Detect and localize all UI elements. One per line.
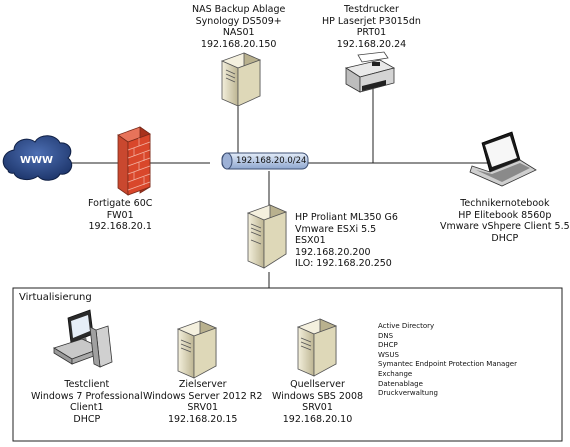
esx-line-2: Vmware ESXi 5.5 [295, 223, 377, 235]
printer-label: Testdrucker HP Laserjet P3015dn PRT01 19… [322, 4, 421, 50]
server-roles-list: Active Directory DNS DHCP WSUS Symantec … [378, 322, 517, 399]
firewall-label: Fortigate 60C FW01 192.168.20.1 [88, 198, 152, 233]
nas-label: NAS Backup Ablage Synology DS509+ NAS01 … [192, 4, 285, 50]
zielserver-line-3: SRV01 [187, 402, 219, 413]
firewall-line-3: 192.168.20.1 [88, 221, 152, 232]
switch-label: 192.168.20.0/24 [236, 156, 307, 166]
testclient-label: Testclient Windows 7 Professional Client… [31, 379, 143, 425]
zielserver-icon [176, 320, 218, 379]
firewall-icon [117, 126, 151, 196]
notebook-icon [469, 131, 537, 187]
internet-cloud-icon [2, 135, 73, 181]
role-item: DHCP [378, 341, 398, 350]
printer-line-4: 192.168.20.24 [336, 38, 407, 50]
nas-server-icon [220, 52, 262, 107]
zielserver-line-1: Zielserver [178, 379, 227, 390]
esx-server-icon [246, 204, 288, 269]
quellserver-line-2: Windows SBS 2008 [272, 390, 364, 402]
printer-line-3: PRT01 [356, 27, 387, 38]
esx-line-1: HP Proliant ML350 G6 [295, 212, 398, 223]
testclient-line-2: Windows 7 Professional [31, 390, 143, 402]
testclient-line-3: Client1 [70, 402, 104, 413]
role-item: Exchange [378, 369, 413, 378]
printer-line-1: Testdrucker [344, 4, 399, 15]
quellserver-line-1: Quellserver [290, 379, 345, 390]
firewall-line-1: Fortigate 60C [88, 198, 153, 209]
esx-line-4: 192.168.20.200 [295, 246, 371, 258]
testclient-line-4: DHCP [73, 413, 101, 425]
role-item: Active Directory [378, 322, 435, 330]
esx-line-3: ESX01 [295, 235, 326, 246]
role-item: Symantec Endpoint Protection Manager [378, 360, 517, 369]
quellserver-icon [296, 318, 338, 377]
quellserver-line-3: SRV01 [302, 402, 333, 413]
notebook-line-1: Technikernotebook [460, 198, 550, 209]
zielserver-line-4: 192.168.20.15 [167, 413, 238, 425]
switch-icon [221, 152, 309, 170]
esx-line-5: ILO: 192.168.20.250 [295, 258, 392, 269]
printer-icon [344, 51, 396, 93]
notebook-line-4: DHCP [491, 232, 519, 244]
notebook-label: Technikernotebook HP Elitebook 8560p Vmw… [440, 198, 570, 244]
nas-line-3: NAS01 [222, 27, 255, 38]
role-item: DNS [378, 331, 394, 340]
cloud-label: WWW [20, 155, 54, 166]
role-item: Datenablage [378, 379, 423, 388]
notebook-line-2: HP Elitebook 8560p [458, 209, 552, 221]
virtualization-title: Virtualisierung [19, 292, 92, 303]
role-item: WSUS [378, 350, 399, 359]
nas-line-1: NAS Backup Ablage [192, 4, 286, 15]
quellserver-label: Quellserver Windows SBS 2008 SRV01 192.1… [272, 379, 363, 425]
zielserver-line-2: Windows Server 2012 R2 [143, 390, 263, 402]
role-item: Druckverwaltung [378, 389, 438, 398]
nas-line-4: 192.168.20.150 [200, 38, 277, 50]
testclient-pc-icon [53, 309, 113, 368]
testclient-line-1: Testclient [64, 379, 110, 390]
quellserver-line-4: 192.168.20.10 [282, 413, 353, 425]
esx-label: HP Proliant ML350 G6 Vmware ESXi 5.5 ESX… [295, 212, 398, 270]
nas-line-2: Synology DS509+ [195, 15, 282, 27]
firewall-line-2: FW01 [106, 209, 134, 221]
printer-line-2: HP Laserjet P3015dn [322, 15, 421, 27]
notebook-line-3: Vmware vShpere Client 5.5 [440, 221, 570, 232]
zielserver-label: Zielserver Windows Server 2012 R2 SRV01 … [143, 379, 262, 425]
